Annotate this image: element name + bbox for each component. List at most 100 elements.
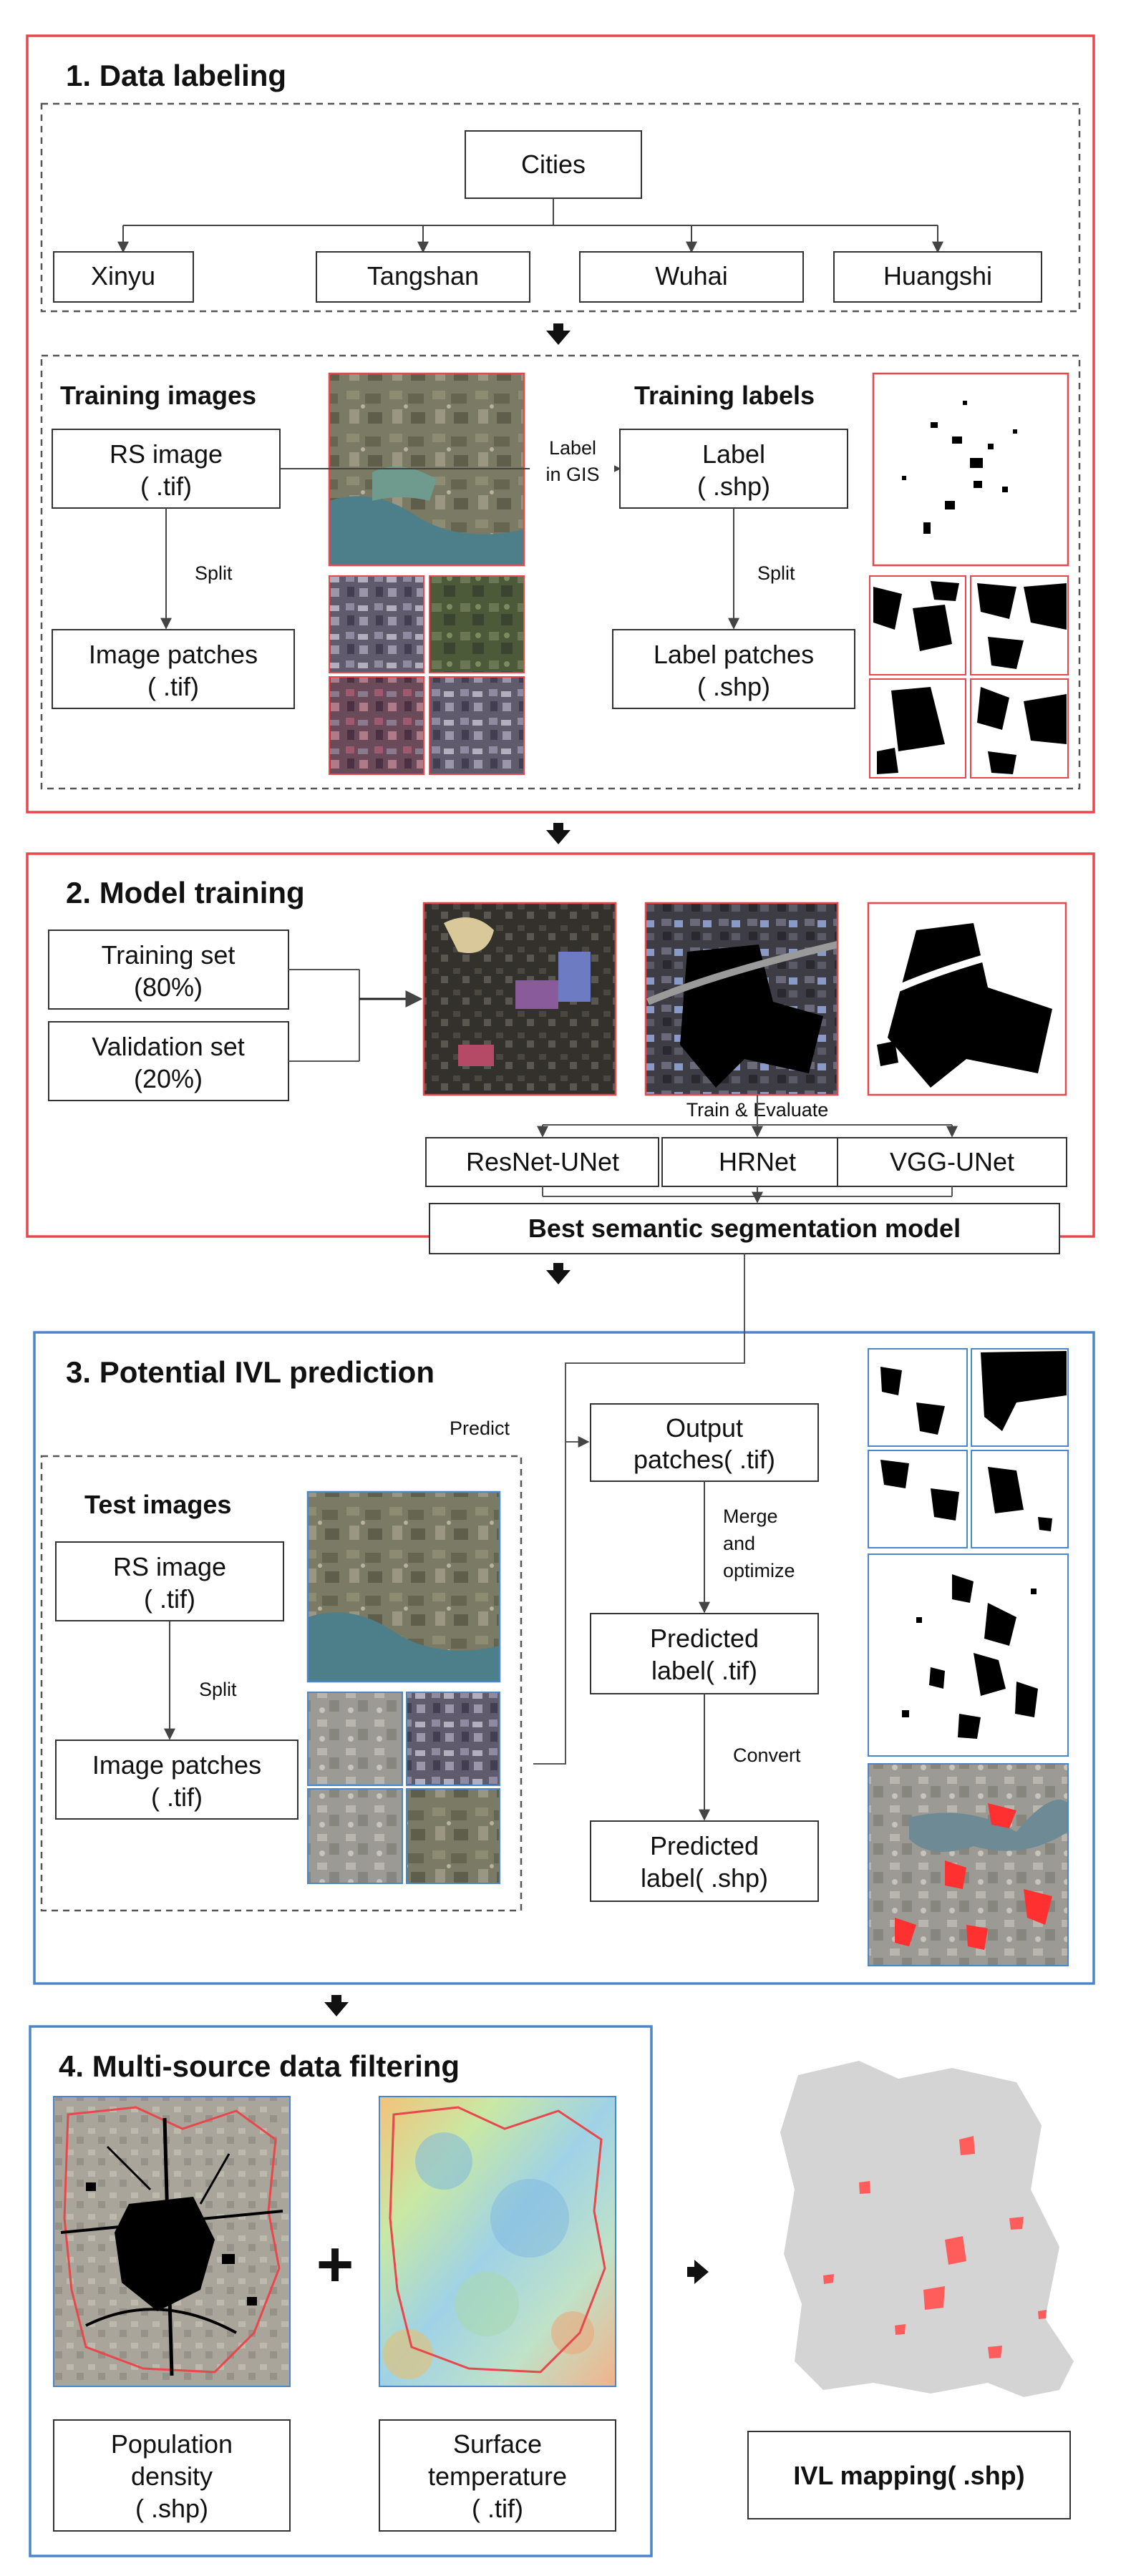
rs-image-box — [52, 429, 281, 509]
test-image-patches-label: Image patches — [92, 1750, 261, 1780]
label-in-gis-text-2: in GIS — [545, 464, 599, 485]
predicted-tif-box — [590, 1613, 819, 1694]
section-model-training: 2. Model training Training set (80%) Val… — [26, 852, 1095, 1254]
best-model-label: Best semantic segmentation model — [528, 1214, 961, 1243]
population-label-1: Population — [111, 2429, 233, 2459]
dataset-connectors — [288, 969, 360, 1062]
temperature-label-1: Surface — [453, 2429, 542, 2459]
label-in-gis-text-1: Label — [549, 437, 596, 459]
population-label-2: density — [131, 2462, 213, 2491]
label-patches-label: Label patches — [654, 640, 814, 669]
section3-title: 3. Potential IVL prediction — [66, 1355, 435, 1389]
predicted-shp-format: label( .shp) — [641, 1863, 768, 1893]
rs-image-format: ( .tif) — [140, 472, 192, 501]
section4-title: 4. Multi-source data filtering — [59, 2049, 460, 2083]
model-resnet-unet: ResNet-UNet — [466, 1147, 619, 1176]
test-rs-image-label: RS image — [113, 1552, 226, 1581]
cities-box — [465, 130, 642, 199]
training-set-pct: (80%) — [134, 972, 203, 1002]
city-box-wuhai — [579, 251, 804, 303]
and-label: and — [723, 1533, 755, 1554]
cities-group — [40, 102, 1081, 313]
section3-frame — [33, 1331, 1095, 1985]
training-image-patches — [329, 575, 525, 775]
predicted-shp-image — [868, 1763, 1069, 1966]
down-arrow-icon — [546, 823, 571, 844]
training-mask-image — [867, 902, 1067, 1096]
ivl-mapping-box — [747, 2431, 1071, 2519]
image-patches-format: ( .tif) — [147, 672, 199, 701]
predict-connectors — [533, 1254, 745, 1765]
test-images-title: Test images — [84, 1490, 231, 1519]
output-patches-format: patches( .tif) — [634, 1445, 775, 1474]
test-image-patches-format: ( .tif) — [151, 1782, 203, 1812]
section-multi-source-filtering: 4. Multi-source data filtering + — [29, 2025, 653, 2557]
split-left-label: Split — [195, 562, 233, 584]
section-ivl-prediction: 3. Potential IVL prediction Predict Test… — [33, 1254, 1095, 1985]
predicted-tif-format: label( .tif) — [651, 1656, 757, 1685]
model-vgg-unet: VGG-UNet — [890, 1147, 1014, 1176]
section-data-labeling: 1. Data labeling Cities Xinyu Tangshan W… — [26, 34, 1095, 814]
label-patches-box — [612, 629, 855, 709]
best-model-box — [429, 1203, 1060, 1254]
city-box-tangshan — [316, 251, 530, 303]
output-patches-label: Output — [666, 1413, 743, 1443]
surface-temperature-map — [379, 2096, 616, 2387]
label-format: ( .shp) — [697, 472, 770, 501]
ivl-map — [780, 2061, 1074, 2397]
output-patch-images — [868, 1348, 1069, 1548]
training-images-title: Training images — [60, 381, 256, 410]
training-labels-title: Training labels — [634, 381, 815, 410]
section1-title: 1. Data labeling — [66, 59, 286, 92]
down-arrow-icon — [546, 323, 571, 345]
right-arrow-icon — [687, 2260, 709, 2284]
population-label-3: ( .shp) — [135, 2494, 208, 2523]
convert-label: Convert — [733, 1745, 801, 1766]
training-label-image — [872, 372, 1069, 567]
city-box-huangshi — [833, 251, 1042, 303]
optimize-label: optimize — [723, 1560, 795, 1581]
validation-set-box — [48, 1021, 289, 1101]
test-rs-image-format: ( .tif) — [144, 1584, 195, 1614]
temperature-box — [379, 2419, 616, 2532]
test-split-label: Split — [199, 1679, 237, 1700]
section2-title: 2. Model training — [66, 876, 305, 909]
training-group — [40, 354, 1081, 790]
output-patches-box — [590, 1403, 819, 1482]
validation-set-label: Validation set — [92, 1032, 244, 1061]
predicted-tif-image — [868, 1553, 1069, 1757]
predicted-shp-box — [590, 1820, 819, 1902]
ivl-mapping-label: IVL mapping( .shp) — [793, 2461, 1024, 2490]
predicted-shp-label: Predicted — [650, 1831, 759, 1860]
city-xinyu: Xinyu — [91, 261, 155, 291]
temperature-label-2: temperature — [428, 2462, 567, 2491]
predict-label: Predict — [450, 1418, 510, 1439]
down-arrow-icon — [324, 1995, 349, 2016]
rs-image-label: RS image — [110, 439, 223, 469]
test-image-patches — [307, 1692, 500, 1884]
section1-frame — [26, 34, 1095, 814]
city-wuhai: Wuhai — [655, 261, 727, 291]
temperature-label-3: ( .tif) — [472, 2494, 523, 2523]
training-label-patches — [869, 575, 1069, 779]
section4-frame — [29, 2025, 653, 2557]
predicted-tif-label: Predicted — [650, 1624, 759, 1653]
city-box-xinyu — [53, 251, 194, 303]
image-patches-label: Image patches — [89, 640, 258, 669]
population-density-map — [53, 2096, 291, 2387]
model-hrnet: HRNet — [719, 1147, 796, 1176]
model-box-vgg-unet — [837, 1137, 1067, 1187]
training-set-label: Training set — [102, 940, 236, 970]
training-overlay-image — [644, 902, 839, 1096]
validation-set-pct: (20%) — [134, 1064, 203, 1093]
test-images-group — [40, 1455, 523, 1912]
training-sample-image — [422, 902, 617, 1096]
best-model-connectors — [542, 1186, 953, 1204]
image-patches-box — [52, 629, 295, 709]
merge-label: Merge — [723, 1506, 778, 1527]
population-box — [53, 2419, 291, 2532]
training-set-box — [48, 930, 289, 1010]
cities-label: Cities — [521, 150, 586, 179]
cities-connectors — [117, 198, 943, 253]
